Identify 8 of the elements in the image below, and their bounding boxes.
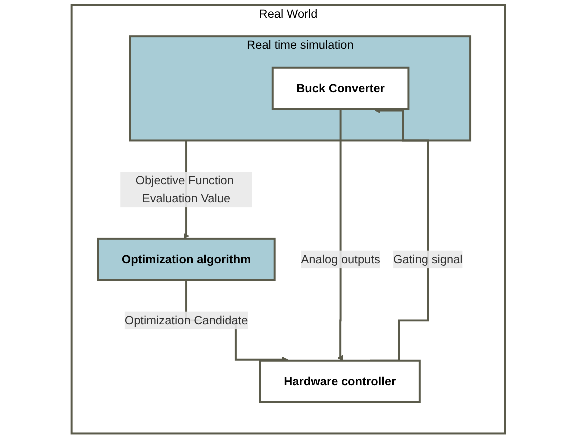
edge-label: Analog outputs: [301, 252, 380, 266]
node-box: Hardware controller: [259, 360, 421, 404]
arrow: [338, 108, 344, 362]
edge-label: Optimization Candidate: [124, 314, 248, 327]
edge-label: Objective Function Evaluation Value: [136, 174, 234, 205]
node-box: Buck Converter: [272, 66, 410, 110]
node-box: Optimization algorithm: [97, 238, 276, 282]
edge-label: Gating signal: [394, 252, 463, 266]
